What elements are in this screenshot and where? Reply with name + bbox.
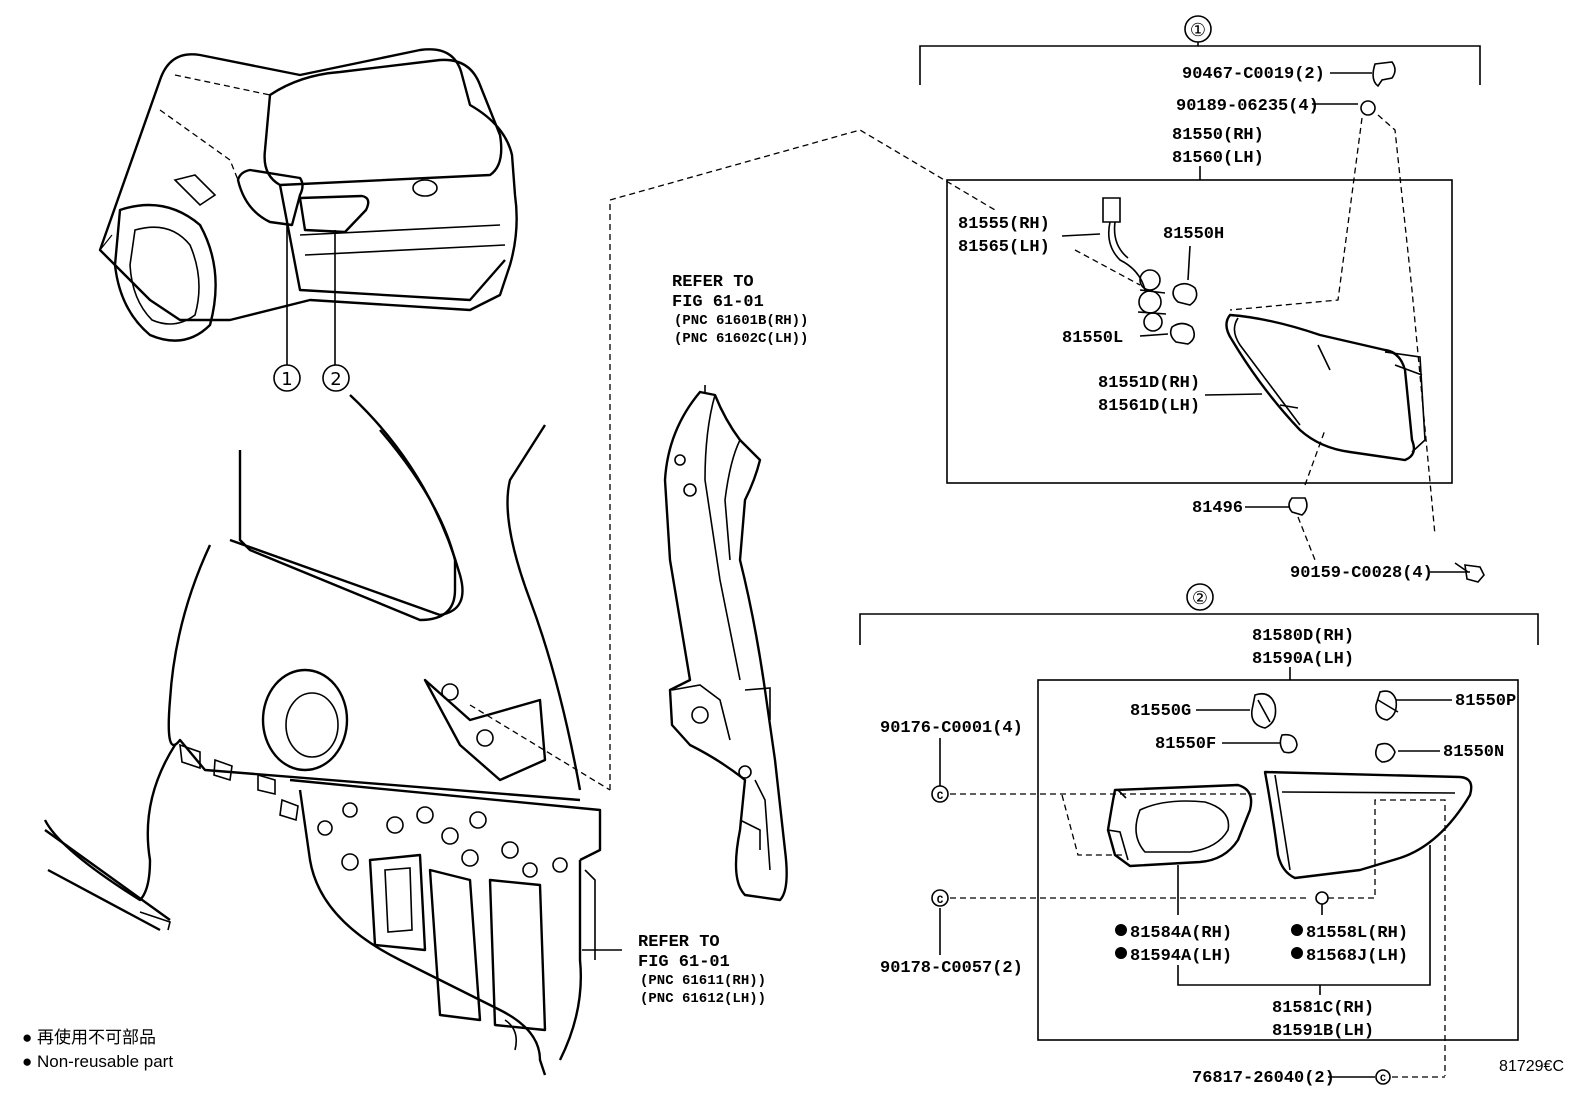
clip-81496 [1288, 497, 1308, 516]
label-81560: 81560(LH) [1172, 149, 1264, 168]
label-81550F: 81550F [1155, 735, 1216, 754]
nut-90189 [1360, 100, 1376, 116]
bulb-81550N [1374, 742, 1396, 763]
group-1: ① 90467-C0019(2) 90189-06235(4) 81550(RH… [919, 15, 1485, 583]
ref-upper-line1: REFER TO [672, 273, 754, 292]
nut-90176 [931, 785, 949, 803]
svg-text:2: 2 [330, 369, 341, 390]
label-81550H: 81550H [1163, 225, 1224, 244]
nonreusable-mark-81594A [1115, 947, 1127, 959]
ref-lower-line1: REFER TO [638, 933, 720, 952]
lens-81581C [1263, 770, 1473, 880]
svg-text:1: 1 [281, 369, 292, 390]
label-81550L: 81550L [1062, 329, 1123, 348]
tail-lamp-lens [1225, 313, 1426, 462]
legend: ● 再使用不可部品 ● Non-reusable part [22, 1026, 173, 1074]
label-81550N: 81550N [1443, 743, 1504, 762]
socket-harness [1102, 197, 1167, 332]
ref-upper-line2: FIG 61-01 [672, 293, 764, 312]
label-81551D: 81551D(RH) [1098, 374, 1200, 393]
label-81580D: 81580D(RH) [1252, 627, 1354, 646]
label-90176: 90176-C0001(4) [880, 719, 1023, 738]
legend-japanese: ● 再使用不可部品 [22, 1028, 156, 1047]
label-81555: 81555(RH) [958, 215, 1050, 234]
nonreusable-mark-81558L [1291, 924, 1303, 936]
label-81550P: 81550P [1455, 692, 1516, 711]
ref-lower-line2: FIG 61-01 [638, 953, 730, 972]
clip-90467 [1372, 61, 1396, 88]
bulb-81550H [1172, 282, 1198, 306]
label-90159: 90159-C0028(4) [1290, 564, 1433, 583]
vehicle-rear-view [98, 48, 518, 365]
label-90189: 90189-06235(4) [1176, 97, 1319, 116]
ref-upper-line3: (PNC 61601B(RH)) [674, 313, 808, 329]
ref-lower-line4: (PNC 61612(LH)) [640, 991, 766, 1007]
bulb-81550L [1169, 322, 1196, 345]
label-81550: 81550(RH) [1172, 126, 1264, 145]
nut-90178 [931, 889, 949, 907]
group-2: ② 81580D(RH) 81590A(LH) 81550G 81550F 81… [859, 583, 1539, 1088]
label-81496: 81496 [1192, 499, 1243, 518]
callout-1-small: 1 [273, 364, 301, 392]
label-81558L: 81558L(RH) [1306, 924, 1408, 943]
label-81565: 81565(LH) [958, 238, 1050, 257]
screw-90159 [1454, 562, 1485, 583]
clip-76817 [1375, 1069, 1391, 1085]
bulb-81550F [1279, 733, 1298, 754]
callout-2-label: ② [1192, 588, 1208, 609]
label-76817: 76817-26040(2) [1192, 1069, 1335, 1088]
nonreusable-mark-81568J [1291, 947, 1303, 959]
ref-upper-line4: (PNC 61602C(LH)) [674, 331, 808, 347]
nut-lens-lower [1315, 891, 1329, 905]
socket-81550G [1250, 692, 1277, 729]
label-81590A: 81590A(LH) [1252, 650, 1354, 669]
group-2-box [1037, 679, 1519, 1041]
label-81561D: 81561D(LH) [1098, 397, 1200, 416]
label-81584A: 81584A(RH) [1130, 924, 1232, 943]
label-90178: 90178-C0057(2) [880, 959, 1023, 978]
callout-1-label: ① [1190, 20, 1206, 41]
nonreusable-mark-81584A [1115, 924, 1127, 936]
leader-pillar-to-lamp [609, 129, 996, 790]
svg-text:C: C [937, 895, 944, 907]
label-81550G: 81550G [1130, 702, 1191, 721]
group-1-box [946, 179, 1453, 484]
label-81581C: 81581C(RH) [1272, 999, 1374, 1018]
reference-upper: REFER TO FIG 61-01 (PNC 61601B(RH)) (PNC… [672, 273, 808, 347]
label-81594A: 81594A(LH) [1130, 947, 1232, 966]
legend-english: ● Non-reusable part [22, 1052, 174, 1071]
label-90467: 90467-C0019(2) [1182, 65, 1325, 84]
figure-code: 81729€C [1499, 1058, 1564, 1075]
callout-2-small: 2 [322, 364, 350, 392]
reference-lower: REFER TO FIG 61-01 (PNC 61611(RH)) (PNC … [638, 933, 766, 1007]
socket-81550P [1375, 690, 1399, 721]
ref-lower-line3: (PNC 61611(RH)) [640, 973, 766, 989]
gasket-part [1106, 783, 1253, 868]
svg-text:C: C [1380, 1074, 1386, 1085]
inner-pillar [663, 385, 788, 902]
label-81568J: 81568J(LH) [1306, 947, 1408, 966]
leader-quarter-to-upper [469, 704, 611, 791]
svg-text:C: C [937, 791, 944, 803]
label-81591B: 81591B(LH) [1272, 1022, 1374, 1041]
quarter-panel [43, 394, 602, 1076]
